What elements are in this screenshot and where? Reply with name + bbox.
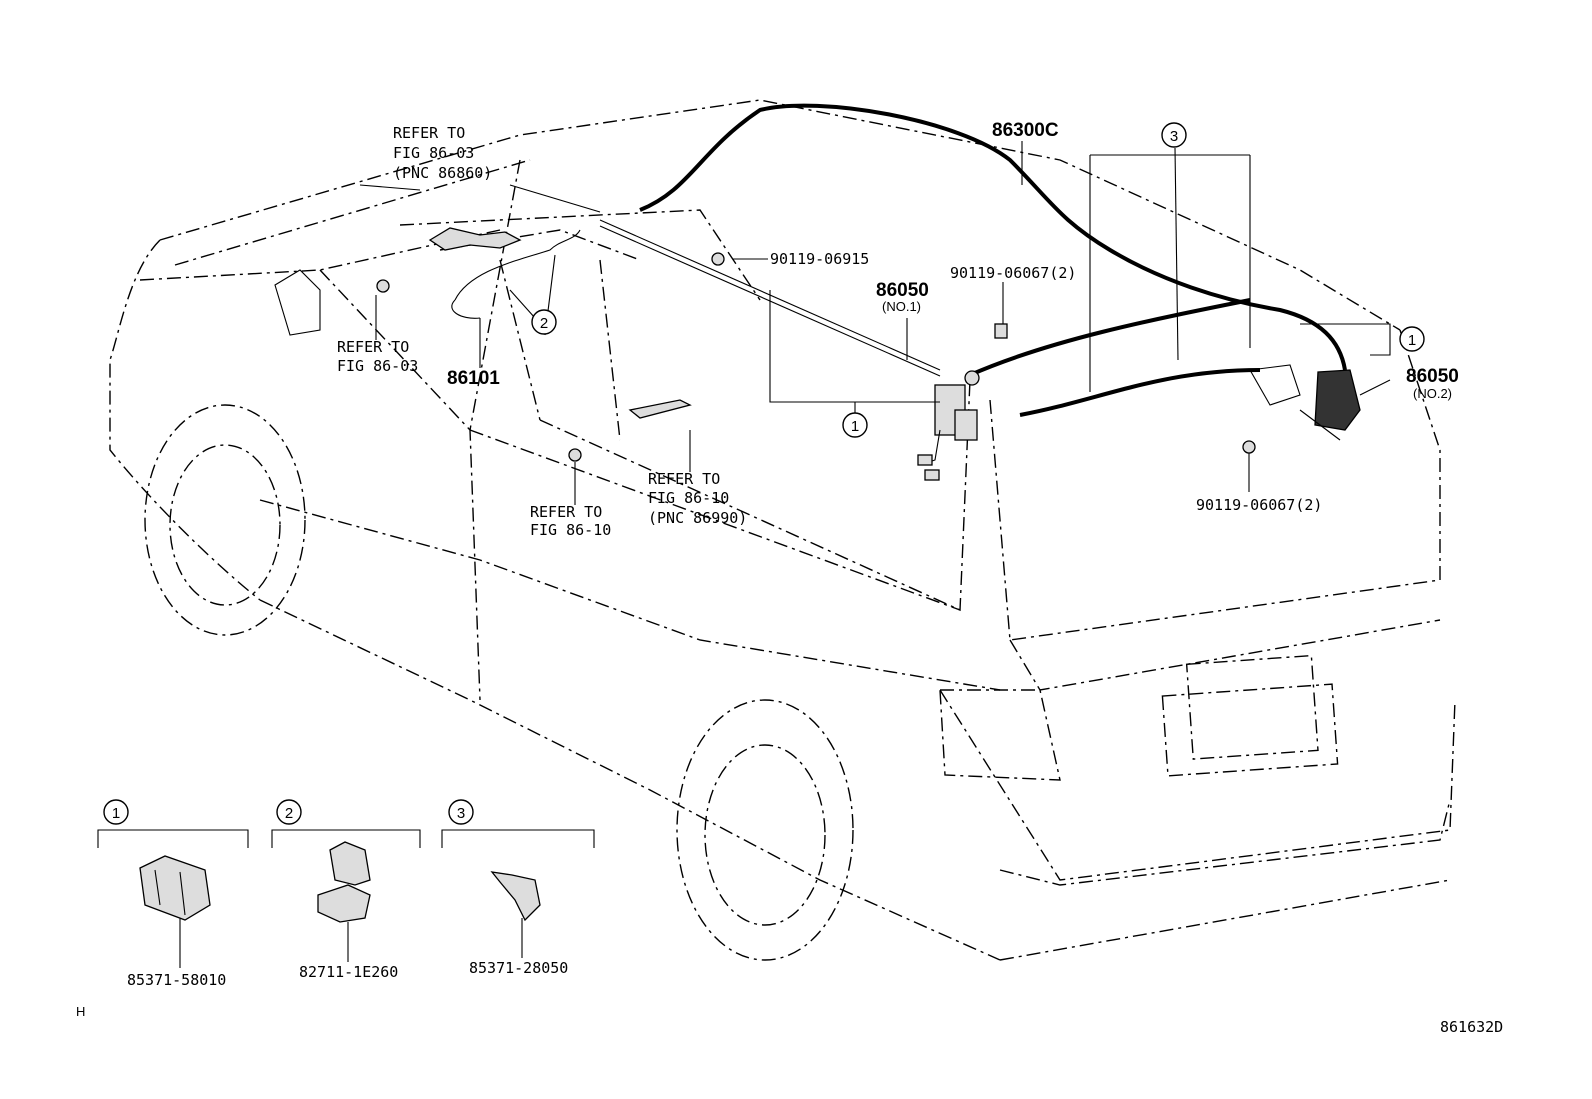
- leader-lines: [359, 141, 1391, 505]
- svg-text:1: 1: [1408, 332, 1416, 349]
- refer-callout-86-03: REFER TO FIG 86-03: [337, 338, 418, 375]
- svg-text:REFER TO: REFER TO: [337, 338, 409, 356]
- bolt-90119-06915: [711, 252, 725, 266]
- legend-item-2: 2 82711-1E260: [271, 799, 421, 981]
- vehicle-outline: [109, 99, 1456, 961]
- bolt-top: [994, 323, 1008, 339]
- bolt-bottom: [1242, 440, 1256, 454]
- svg-text:REFER TO: REFER TO: [648, 470, 720, 488]
- footer-mark: H: [76, 1004, 85, 1019]
- label-86101: 86101: [447, 368, 500, 389]
- svg-text:FIG 86-03: FIG 86-03: [393, 144, 474, 162]
- svg-text:85371-58010: 85371-58010: [127, 971, 226, 989]
- antenna-harness: [451, 103, 1347, 417]
- svg-text:85371-28050: 85371-28050: [469, 959, 568, 977]
- marker-one-right: 1: [1399, 326, 1425, 352]
- label-90119-06915: 90119-06915: [770, 250, 869, 268]
- refer-callout-86-10-pnc: REFER TO FIG 86-10 (PNC 86990): [648, 470, 747, 527]
- label-90119-06067-bottom: 90119-06067(2): [1196, 496, 1322, 514]
- svg-text:FIG 86-10: FIG 86-10: [648, 489, 729, 507]
- svg-text:2: 2: [285, 805, 293, 822]
- svg-text:FIG 86-03: FIG 86-03: [337, 357, 418, 375]
- label-86050-no2: 86050: [1406, 366, 1459, 387]
- svg-text:FIG 86-10: FIG 86-10: [530, 521, 611, 539]
- legend-item-3: 3 85371-28050: [441, 799, 595, 977]
- svg-text:82711-1E260: 82711-1E260: [299, 963, 398, 981]
- refer-callout-86-03-pnc: REFER TO FIG 86-03 (PNC 86860): [393, 124, 492, 182]
- label-86050-no1-sub: (NO.1): [882, 299, 921, 314]
- marker-two: 2: [531, 309, 557, 335]
- amplifier-no1: [917, 370, 980, 481]
- svg-text:2: 2: [540, 315, 548, 332]
- figure-code: 861632D: [1440, 1018, 1503, 1036]
- svg-text:(PNC 86860): (PNC 86860): [393, 164, 492, 182]
- label-90119-06067-top: 90119-06067(2): [950, 264, 1076, 282]
- marker-three: 3: [1161, 122, 1187, 148]
- label-86300c: 86300C: [992, 120, 1059, 141]
- label-86050-no2-sub: (NO.2): [1413, 386, 1452, 401]
- label-86050-no1: 86050: [876, 280, 929, 301]
- svg-text:(PNC 86990): (PNC 86990): [648, 509, 747, 527]
- svg-text:1: 1: [112, 805, 120, 822]
- amplifier-no2: [1249, 364, 1361, 441]
- legend-item-1: 1 85371-58010: [97, 799, 249, 989]
- svg-text:1: 1: [851, 418, 859, 435]
- svg-text:3: 3: [1170, 128, 1178, 145]
- svg-text:REFER TO: REFER TO: [393, 124, 465, 142]
- svg-text:REFER TO: REFER TO: [530, 503, 602, 521]
- svg-text:3: 3: [457, 805, 465, 822]
- marker-one-center: 1: [842, 412, 868, 438]
- refer-callout-86-10: REFER TO FIG 86-10: [530, 503, 611, 539]
- front-antenna-part: [376, 227, 692, 462]
